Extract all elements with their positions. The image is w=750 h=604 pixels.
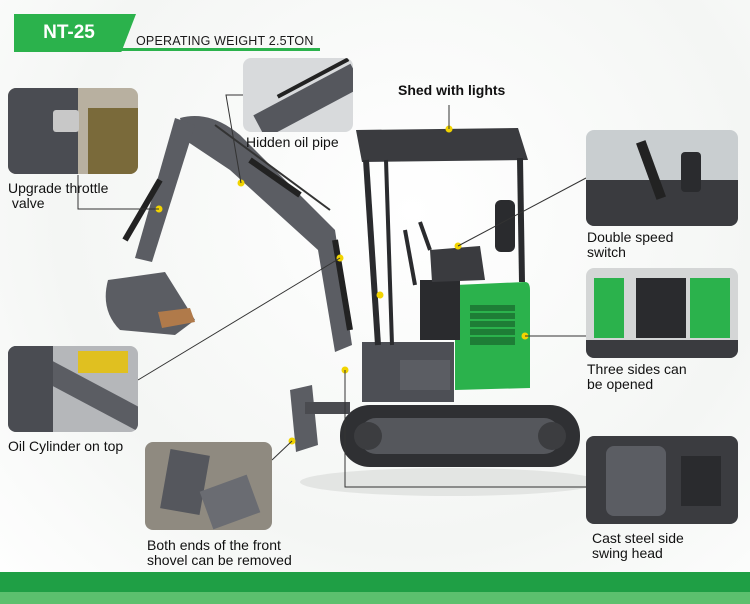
label-oil-pipe: Hidden oil pipe: [246, 134, 339, 150]
swing-head-shape: [606, 446, 666, 516]
label-speed-line1: Double speed: [587, 229, 674, 245]
ground-shadow: [300, 468, 600, 496]
label-cylinder: Oil Cylinder on top: [8, 438, 124, 454]
bracket-shape: [681, 456, 721, 506]
swing-head-photo: [586, 436, 738, 524]
left-door-shape: [594, 278, 624, 338]
model-name: NT-25: [43, 22, 95, 43]
label-shovel-line1: Both ends of the front: [147, 537, 281, 553]
track-shape: [586, 340, 738, 358]
dozer-blade: [290, 385, 318, 452]
label-shovel: Both ends of the front shovel can be rem…: [147, 538, 292, 568]
speed-switch-photo: [586, 130, 738, 226]
three-sides-photo: [586, 268, 738, 358]
model-badge: NT-25: [14, 14, 136, 52]
label-throttle: Upgrade throttle valve: [8, 181, 108, 211]
connector-lines: [77, 94, 587, 488]
oil-cylinder-photo: [8, 346, 138, 432]
seat: [430, 246, 485, 282]
label-sides-line1: Three sides can: [587, 361, 687, 377]
label-swing-line2: swing head: [592, 545, 663, 561]
header-underline: [120, 48, 320, 51]
arm-shape: [253, 63, 353, 132]
label-shovel-line2: shovel can be removed: [147, 552, 292, 568]
label-speed: Double speed switch: [587, 230, 673, 260]
label-throttle-line1: Upgrade throttle: [8, 180, 109, 196]
seat-shape: [681, 152, 701, 192]
boom-cylinder: [248, 157, 302, 198]
throttle-valve-photo: [8, 88, 138, 174]
front-shovel-photo: [145, 442, 272, 530]
boom: [180, 116, 352, 352]
label-swing: Cast steel side swing head: [592, 531, 684, 561]
label-speed-line2: switch: [587, 244, 626, 260]
label-swing-line1: Cast steel side: [592, 530, 684, 546]
footer-bar: [0, 572, 750, 592]
label-shed: Shed with lights: [398, 82, 506, 98]
arm: [135, 118, 195, 262]
engine-shape: [636, 278, 686, 338]
bucket: [105, 272, 195, 335]
arm-cylinder: [122, 178, 163, 242]
frame-shape: [8, 346, 53, 432]
track-frame: [360, 418, 560, 454]
foliage-shape: [88, 108, 138, 174]
oil-pipe-photo: [243, 58, 353, 132]
valve-shape: [53, 110, 79, 132]
label-sides-line2: be opened: [587, 376, 654, 392]
operating-weight: OPERATING WEIGHT 2.5TON: [136, 34, 314, 48]
bracket-shape: [160, 448, 210, 516]
label-sides: Three sides can be opened: [587, 362, 687, 392]
machine-bg-shape: [78, 351, 128, 373]
label-throttle-line2: valve: [8, 195, 45, 211]
right-door-shape: [690, 278, 730, 338]
blade-shape: [199, 474, 261, 530]
footer-bar-light: [0, 592, 750, 604]
canopy-roof: [356, 128, 528, 162]
